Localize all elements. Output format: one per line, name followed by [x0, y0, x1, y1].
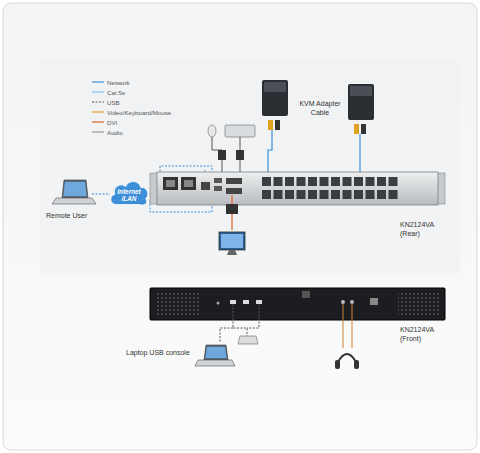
legend-sample	[92, 111, 104, 112]
rj45-port	[366, 177, 375, 186]
rj45-port	[331, 177, 340, 186]
rj45-port	[320, 177, 329, 186]
legend-text: USB	[107, 99, 120, 106]
remote-laptop	[52, 180, 96, 204]
legend-sample	[92, 81, 104, 82]
server-towers	[262, 80, 374, 134]
rj45-port	[262, 177, 271, 186]
rj45-port	[377, 190, 386, 199]
label: Laptop USB console	[126, 349, 204, 358]
legend-sample	[92, 121, 104, 122]
rj45-port	[354, 177, 363, 186]
legend-text: Cat 5e	[107, 89, 125, 96]
kvm-rear-unit	[150, 172, 445, 205]
rj45-port	[285, 190, 294, 199]
legend-text: DVI	[107, 119, 117, 126]
label: KN2124VA (Front)	[400, 326, 446, 343]
rj45-port	[297, 177, 306, 186]
monitor	[219, 195, 245, 255]
panel	[40, 60, 460, 275]
legend-text: Audio	[107, 129, 123, 136]
rj45-port	[320, 190, 329, 199]
label: Remote User	[46, 212, 106, 221]
rj45-port	[262, 190, 271, 199]
rj45-port	[285, 177, 294, 186]
rj45-port	[297, 190, 306, 199]
cloud-node: Internet /LAN	[108, 178, 150, 208]
front-cables	[220, 304, 352, 348]
rj45-port	[366, 190, 375, 199]
kvm-front-unit	[150, 288, 445, 320]
frame	[3, 3, 477, 450]
mouse-keyboard	[208, 125, 255, 176]
legend-text: Network	[107, 79, 130, 86]
rj45-port	[274, 190, 283, 199]
node-text: Internet /LAN	[114, 188, 144, 203]
label: KVM Adapter Cable	[293, 100, 347, 117]
legend-samples	[92, 82, 104, 132]
rj45-port	[274, 177, 283, 186]
rj45-port	[308, 177, 317, 186]
rj45-port	[389, 177, 398, 186]
label: KN2124VA (Rear)	[400, 221, 446, 238]
rj45-port	[389, 190, 398, 199]
rj45-port	[343, 190, 352, 199]
rj45-port	[343, 177, 352, 186]
rj45-port	[331, 190, 340, 199]
rj45-port	[354, 190, 363, 199]
rj45-port	[308, 190, 317, 199]
cat5e-cables	[268, 130, 360, 178]
legend-sample	[92, 91, 104, 92]
front-devices	[195, 336, 359, 369]
legend-sample	[92, 101, 104, 102]
legend-sample	[92, 131, 104, 132]
rj45-port	[377, 177, 386, 186]
legend-text: Video/Keyboard/Mouse	[107, 109, 171, 116]
